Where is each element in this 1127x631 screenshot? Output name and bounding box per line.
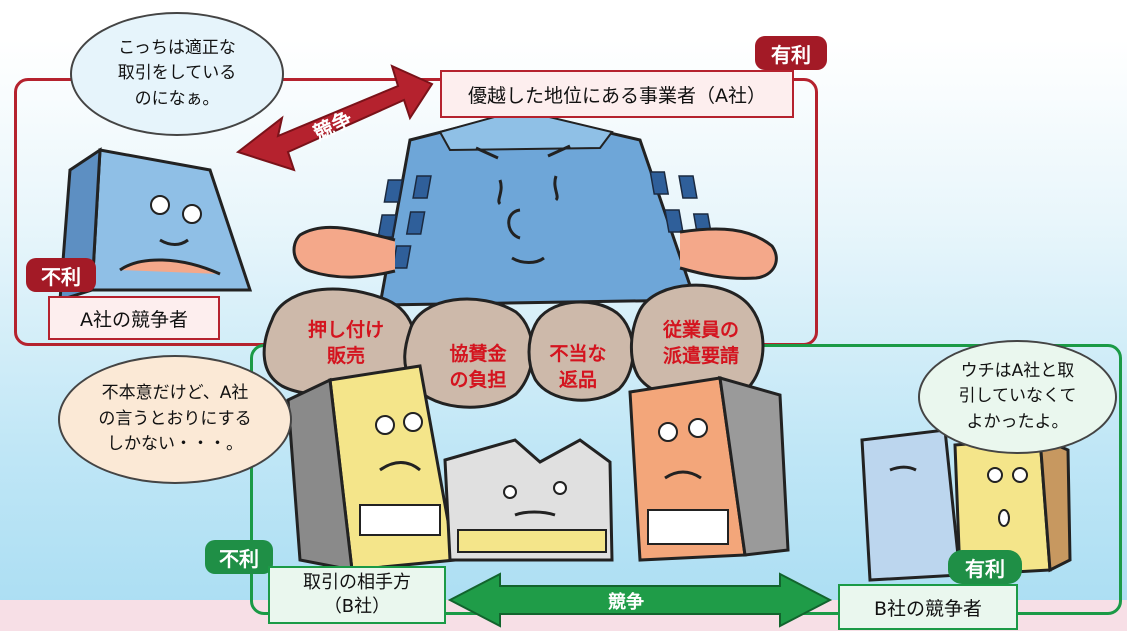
a-competitor-speech-bubble: こっちは適正な 取引をしている のになぁ。: [70, 12, 284, 136]
a-competitor-speech-text: こっちは適正な 取引をしている のになぁ。: [117, 37, 237, 109]
competition-label-bottom: 競争: [608, 592, 644, 613]
abuse-example-staff-dispatch: 従業員の 派遣要請: [662, 319, 739, 367]
a-competitor-disadvantage-badge: 不利: [26, 258, 96, 292]
dominant-firm-label: 優越した地位にある事業者（A社）: [440, 70, 794, 118]
b-competitor-speech-bubble: ウチはA社と取 引していなくて よかったよ。: [918, 340, 1117, 454]
partner-buildings: [286, 364, 790, 572]
abuse-example-unfair-returns: 不当な 返品: [549, 343, 607, 391]
a-competitor-label: A社の競争者: [48, 296, 220, 340]
partner-disadvantage-badge: 不利: [205, 540, 273, 574]
competition-arrow-bottom: [447, 572, 833, 628]
dominant-firm-building: [292, 108, 778, 307]
abuse-example-sponsorship: 協賛金 の負担: [449, 343, 507, 391]
partner-speech-text: 不本意だけど、A社 の言うとおりにする しかない・・・。: [98, 383, 252, 455]
partner-label: 取引の相手方 （B社）: [268, 566, 446, 624]
partner-speech-bubble: 不本意だけど、A社 の言うとおりにする しかない・・・。: [58, 355, 292, 484]
b-competitor-advantage-badge: 有利: [948, 550, 1022, 584]
b-competitor-label: B社の競争者: [838, 584, 1018, 630]
rocks: [262, 283, 765, 409]
dominant-firm-advantage-badge: 有利: [755, 36, 827, 70]
competition-arrow-top: [235, 64, 434, 172]
abuse-example-forced-sales: 押し付け 販売: [307, 319, 384, 367]
b-competitor-speech-text: ウチはA社と取 引していなくて よかったよ。: [958, 360, 1077, 432]
